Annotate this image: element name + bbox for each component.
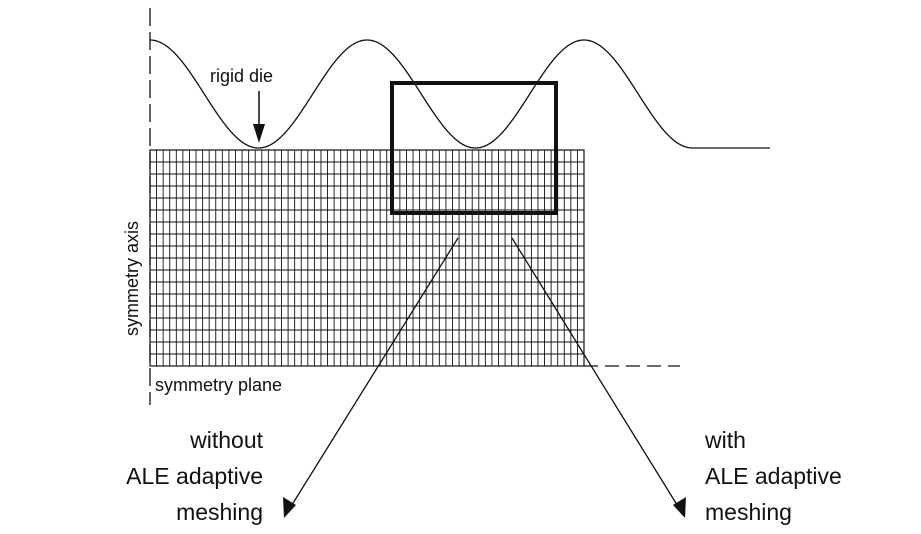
with-ale-label-line2: ALE adaptive [705, 463, 842, 489]
symmetry-plane-label: symmetry plane [155, 375, 282, 395]
without-ale-label-line1: without [189, 427, 263, 453]
symmetry-axis-label: symmetry axis [122, 221, 142, 336]
arrow-with-ale [511, 237, 680, 509]
arrow-without-ale [289, 237, 459, 509]
workpiece-mesh [149, 149, 585, 367]
rigid-die-label: rigid die [210, 66, 273, 86]
arrowhead-with-ale [673, 497, 686, 518]
zoom-region-box [390, 81, 558, 215]
arrowhead-without-ale [283, 497, 296, 518]
rigid-die-arrowhead [253, 124, 265, 143]
without-ale-label-line3: meshing [176, 499, 263, 525]
rigid-die-curve [149, 39, 771, 149]
with-ale-label-line1: with [704, 427, 746, 453]
with-ale-label-line3: meshing [705, 499, 792, 525]
without-ale-label-line2: ALE adaptive [126, 463, 263, 489]
